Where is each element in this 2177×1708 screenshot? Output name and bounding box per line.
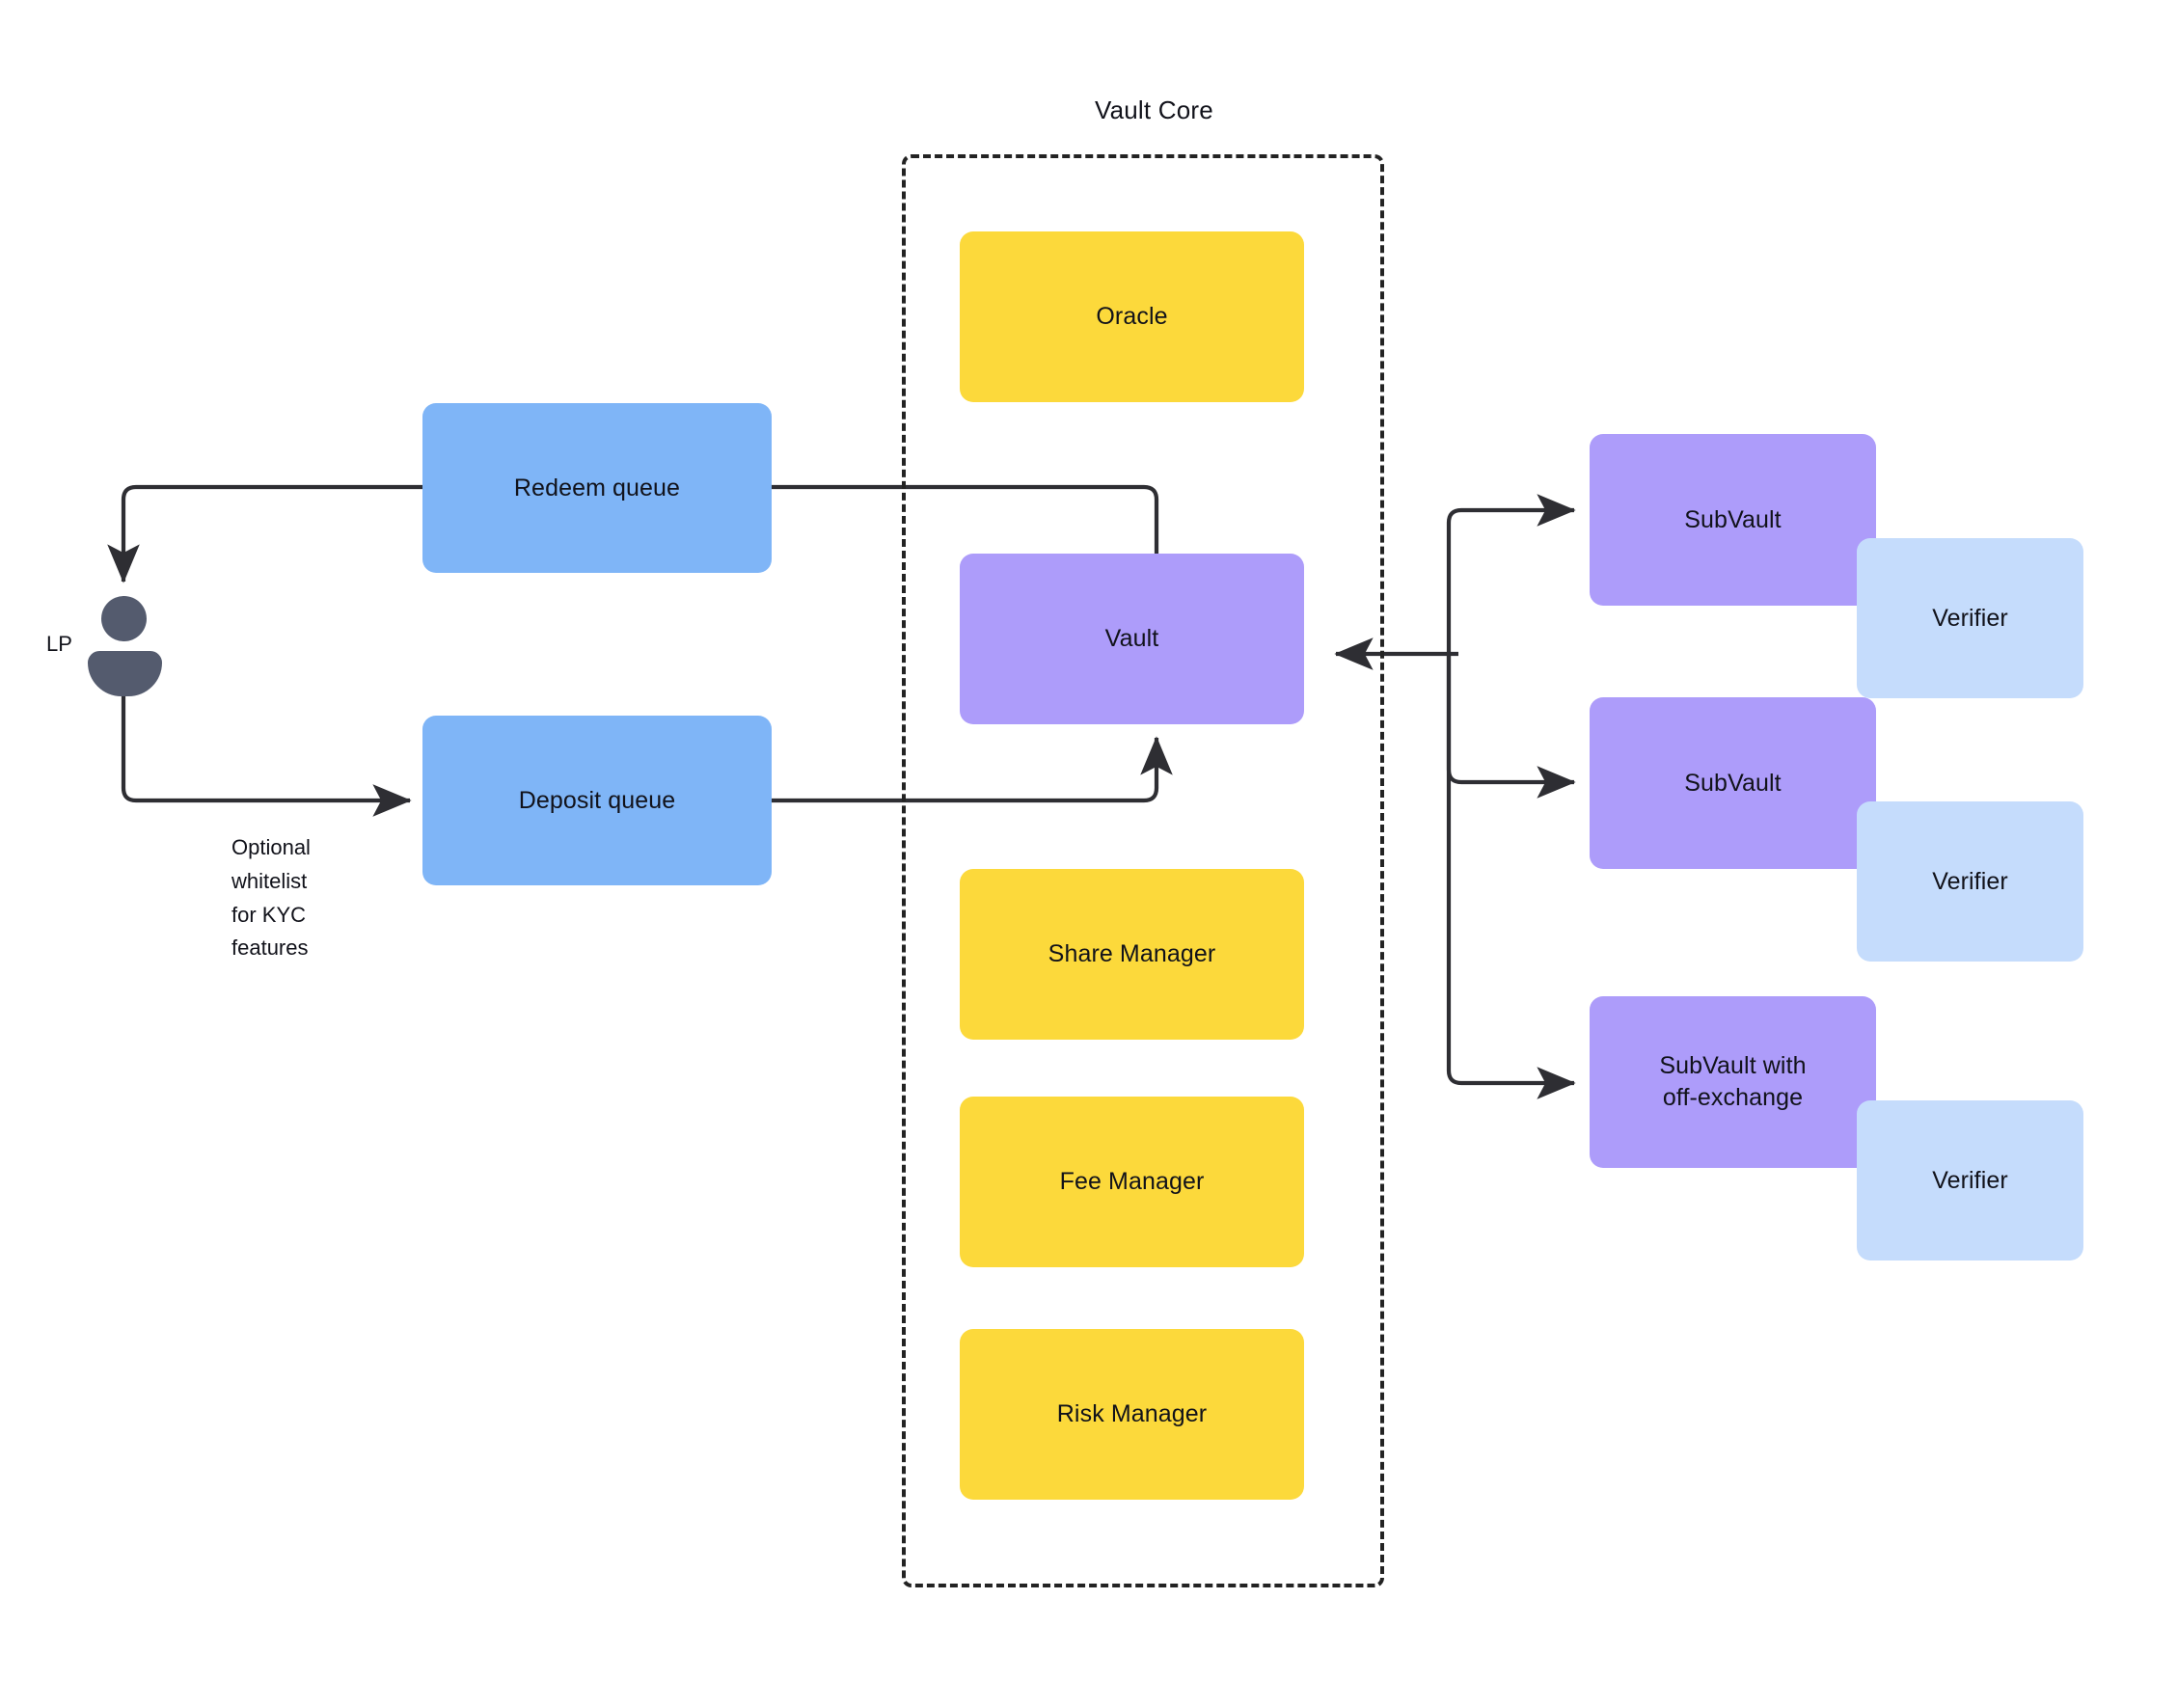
node-oracle[interactable]: Oracle (960, 231, 1304, 402)
node-share-manager-label: Share Manager (1048, 940, 1216, 967)
person-body-icon (88, 651, 162, 696)
node-redeem-queue[interactable]: Redeem queue (422, 403, 772, 573)
node-verifier-3-label: Verifier (1932, 1166, 2008, 1194)
node-verifier-2-label: Verifier (1932, 867, 2008, 895)
vault-core-group-title: Vault Core (1095, 95, 1213, 124)
lp-actor-label: LP (46, 632, 72, 656)
node-verifier-1[interactable]: Verifier (1857, 538, 2083, 698)
edge-trunk-to-subvault-1 (1446, 494, 1576, 654)
node-vault[interactable]: Vault (960, 554, 1304, 724)
node-oracle-label: Oracle (1096, 303, 1168, 330)
node-fee-manager[interactable]: Fee Manager (960, 1097, 1304, 1267)
edge-redeem-to-lp (107, 484, 422, 583)
node-subvault-2-label: SubVault (1684, 769, 1782, 797)
lp-actor (87, 596, 164, 697)
node-verifier-2[interactable]: Verifier (1857, 801, 2083, 962)
node-risk-manager-label: Risk Manager (1056, 1400, 1208, 1427)
node-deposit-queue[interactable]: Deposit queue (422, 716, 772, 885)
node-verifier-3[interactable]: Verifier (1857, 1100, 2083, 1261)
node-subvault-3-label: SubVault with off-exchange (1659, 1052, 1807, 1111)
vault-core-group-frame (902, 154, 1384, 1587)
edge-trunk-to-subvault-2 (1446, 654, 1576, 799)
node-redeem-queue-label: Redeem queue (513, 474, 681, 502)
node-verifier-1-label: Verifier (1932, 604, 2008, 632)
node-risk-manager[interactable]: Risk Manager (960, 1329, 1304, 1500)
node-subvault-1-label: SubVault (1684, 505, 1782, 533)
node-share-manager[interactable]: Share Manager (960, 869, 1304, 1040)
edge-trunk-to-subvault-3 (1446, 654, 1576, 1099)
node-deposit-queue-label: Deposit queue (518, 786, 676, 814)
node-subvault-3[interactable]: SubVault with off-exchange (1590, 996, 1876, 1168)
node-fee-manager-label: Fee Manager (1059, 1168, 1205, 1195)
node-subvault-2[interactable]: SubVault (1590, 697, 1876, 869)
node-vault-label: Vault (1104, 625, 1159, 652)
person-head-icon (101, 596, 147, 641)
whitelist-kyc-note: Optional whitelist for KYC features (231, 835, 311, 961)
edge-lp-to-deposit (121, 696, 412, 817)
node-subvault-1[interactable]: SubVault (1590, 434, 1876, 606)
